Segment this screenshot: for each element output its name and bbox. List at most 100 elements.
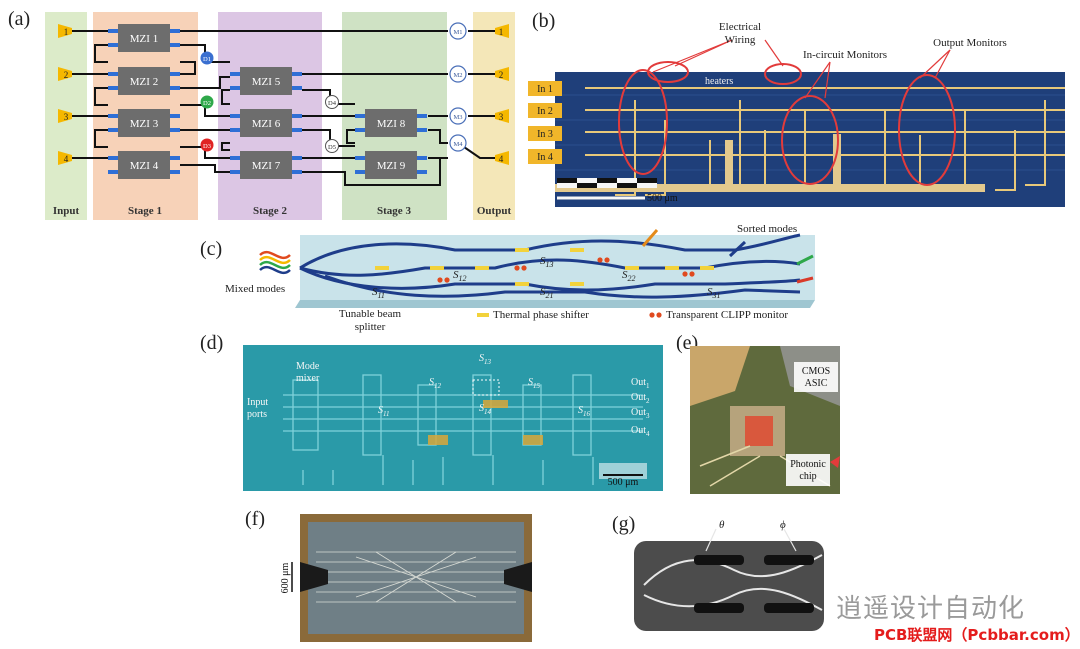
photonic-chip-label-2: chip — [799, 471, 816, 482]
annotation-wiring: Wiring — [725, 34, 756, 46]
chip-d-out4: Out4 — [631, 425, 650, 438]
chip-input-1-label: In 1 — [537, 84, 553, 95]
detector-d3 — [200, 138, 214, 152]
panel-a-label: (a) — [8, 8, 31, 30]
chip-input-4-label: In 4 — [537, 152, 553, 163]
chip-d-s11: S11 — [378, 405, 389, 418]
chip-d-s12: S12 — [429, 377, 442, 390]
mzi-4 — [108, 151, 180, 179]
splitter-s31: S31 — [707, 286, 721, 300]
mixed-modes-label: Mixed modes — [225, 283, 285, 295]
mode-mixer-label-2: mixer — [296, 373, 320, 384]
mzi-1-label: MZI 1 — [130, 33, 158, 45]
panel-g-chip-photo: θ ϕ — [634, 519, 824, 631]
mode-mixer-label-1: Mode — [296, 361, 320, 372]
monitor-m1-label: M1 — [453, 29, 462, 36]
detector-d2 — [200, 95, 214, 109]
legend-monitor-swatch — [649, 312, 655, 318]
chip-d-s16: S16 — [578, 405, 591, 418]
detector-icons — [200, 51, 339, 153]
panel-b-label: (b) — [532, 10, 556, 32]
mzi-3-label: MZI 3 — [130, 118, 159, 130]
chip-d-out3: Out3 — [631, 407, 650, 420]
phase-shifter-marks — [375, 248, 714, 286]
splitter-s13: S13 — [540, 255, 554, 269]
output-arrows — [495, 24, 509, 165]
mzi-2 — [108, 67, 180, 95]
chip-input-2-label: In 2 — [537, 106, 553, 117]
legend-monitor-label: Transparent CLIPP monitor — [666, 309, 788, 321]
chip-d-s14: S14 — [479, 403, 492, 416]
mzi-8-label: MZI 8 — [377, 118, 406, 130]
column-stage3-label: Stage 3 — [377, 205, 411, 217]
panel-a-diagram: 1 2 3 4 1 2 3 4 MZI 1 MZI 2 MZI 3 MZI 4 … — [45, 12, 515, 220]
detector-d5 — [325, 139, 339, 153]
chip-f-scale-label: 600 μm — [280, 562, 291, 593]
mzi-6 — [230, 109, 302, 137]
detector-d1-label: D1 — [203, 56, 211, 63]
chip-d-out1: Out1 — [631, 377, 650, 390]
panel-f-label: (f) — [245, 508, 265, 530]
chip-input-3-label: In 3 — [537, 129, 553, 140]
clipp-monitor-marks — [437, 257, 695, 283]
mzi-5-label: MZI 5 — [252, 76, 281, 88]
chip-d-s15: S15 — [528, 377, 541, 390]
splitter-s12: S12 — [453, 269, 467, 283]
panel-d-label: (d) — [200, 332, 224, 354]
panel-d-chip-photo: 500 μm Mode mixer Input ports S11 S12 S1… — [243, 345, 663, 491]
output-2-label: 2 — [499, 70, 504, 80]
mzi-9-label: MZI 9 — [377, 160, 406, 172]
column-output-label: Output — [477, 205, 512, 217]
annotation-output-monitors: Output Monitors — [933, 37, 1007, 49]
highlight-ellipses — [618, 61, 956, 186]
input-2-label: 2 — [64, 70, 69, 80]
monitor-m1 — [449, 22, 467, 40]
mixed-modes-wave-icon — [259, 250, 291, 275]
mzi-9 — [355, 151, 427, 179]
chip-d-s13: S13 — [479, 353, 492, 366]
chip-scale-label: 500 μm — [647, 193, 678, 204]
splitter-s21: S21 — [540, 286, 554, 300]
column-stage1-label: Stage 1 — [128, 205, 162, 217]
column-stage2-label: Stage 2 — [253, 205, 287, 217]
sorted-mode-arrows — [641, 229, 814, 284]
annotation-heaters: heaters — [705, 76, 733, 87]
monitor-m3-label: M3 — [453, 114, 462, 121]
sorted-modes-label: Sorted modes — [737, 223, 797, 235]
splitter-s11: S11 — [372, 286, 385, 300]
input-4-label: 4 — [64, 154, 69, 164]
mzi-7-label: MZI 7 — [252, 160, 281, 172]
panel-b-chip-photo: In 1 In 2 In 3 In 4 500 μm Electrical Wi… — [528, 21, 1065, 207]
monitor-m4 — [449, 134, 467, 152]
mzi-blocks — [108, 24, 427, 179]
cmos-asic-label-2: ASIC — [805, 378, 828, 389]
theta-label: θ — [719, 519, 725, 531]
panel-e-photo: CMOS ASIC Photonic chip — [690, 346, 840, 494]
output-3-label: 3 — [499, 112, 504, 122]
detector-d1 — [200, 51, 214, 65]
photonic-chip-label-1: Photonic — [790, 459, 826, 470]
mzi-7 — [230, 151, 302, 179]
monitor-icons — [449, 22, 467, 152]
input-arrows — [58, 24, 72, 165]
panel-c-label: (c) — [200, 238, 223, 260]
legend-phase-shifter-label: Thermal phase shifter — [493, 309, 589, 321]
chip-input-tabs — [528, 81, 562, 164]
chip-d-scale-label: 500 μm — [608, 477, 639, 488]
legend-phase-shifter-swatch — [477, 313, 489, 317]
mzi-8 — [355, 109, 427, 137]
mzi-4-label: MZI 4 — [130, 160, 159, 172]
monitor-m3 — [449, 107, 467, 125]
cmos-asic-label-1: CMOS — [802, 366, 830, 377]
tunable-splitter-label-2: splitter — [355, 321, 386, 333]
phi-label: ϕ — [780, 519, 786, 531]
column-input-label: Input — [53, 205, 80, 217]
mzi-6-label: MZI 6 — [252, 118, 281, 130]
output-4-label: 4 — [499, 154, 504, 164]
panel-f-chip-photo: 600 μm — [280, 514, 532, 642]
chip-d-out2: Out2 — [631, 392, 650, 405]
mzi-2-label: MZI 2 — [130, 76, 158, 88]
mzi-5 — [230, 67, 302, 95]
panel-g-label: (g) — [612, 513, 636, 535]
panel-c-mode-sorter: S11 S12 S13 S21 S22 S31 Mixed modes Sort… — [225, 223, 815, 333]
